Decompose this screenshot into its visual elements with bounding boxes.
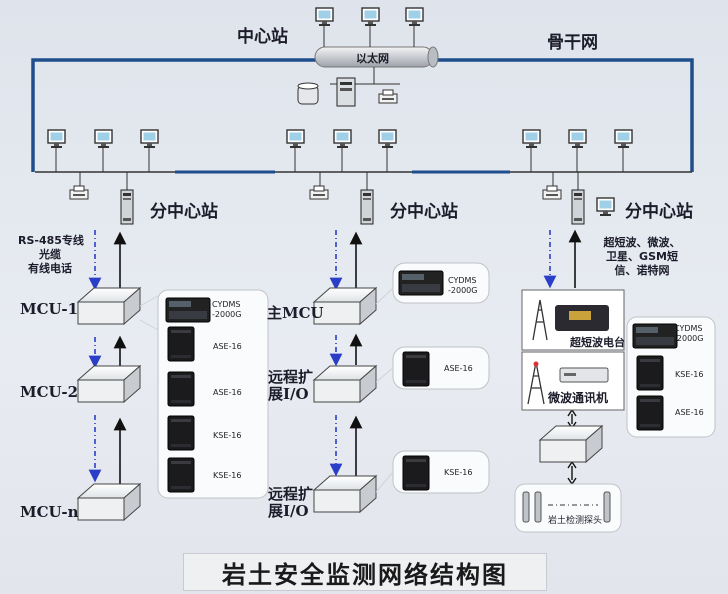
center-pcs <box>315 7 424 47</box>
remote-io-label-2: 远程扩 展I/O <box>268 486 313 520</box>
backbone-network <box>31 58 694 172</box>
rs485-label: RS-485专线 <box>18 234 84 247</box>
cydms-middle-model: -2000G <box>448 286 478 295</box>
wireless-line2: 卫星、GSM短 <box>606 250 678 263</box>
sub-servers <box>69 172 615 225</box>
backbone-label: 骨干网 <box>547 33 598 53</box>
middle-equipment <box>375 262 490 494</box>
kse16-left-2: KSE-16 <box>213 471 242 480</box>
cydms-left-label: CYDMS -2000G <box>212 300 241 320</box>
microwave-label: 微波通讯机 <box>548 391 609 405</box>
kse16-middle: KSE-16 <box>444 468 473 477</box>
remote-io-1-line2: 展I/O <box>268 385 309 403</box>
cydms-right-name: CYDMS <box>674 324 703 333</box>
substation-left-label: 分中心站 <box>150 202 218 222</box>
diagram-title: 岩土安全监测网络结构图 <box>183 553 547 591</box>
kse16-right: KSE-16 <box>675 370 704 379</box>
mcu1-label: MCU-1 <box>20 300 79 318</box>
ase16-left-2: ASE-16 <box>213 388 242 397</box>
uhf-station-label: 超短波电台 <box>570 336 625 349</box>
left-equipment-panel <box>139 289 269 499</box>
kse16-left-1: KSE-16 <box>213 431 242 440</box>
ase16-left-1: ASE-16 <box>213 342 242 351</box>
right-radio-equipment <box>521 289 625 411</box>
ethernet-tube <box>314 46 439 68</box>
ase16-middle: ASE-16 <box>444 364 473 373</box>
left-arrows <box>88 230 127 484</box>
middle-arrows <box>329 230 363 478</box>
center-station-label: 中心站 <box>237 27 288 47</box>
ethernet-label: 以太网 <box>356 52 389 65</box>
fiber-label: 光缆 <box>39 248 61 261</box>
wireless-types-label: 超短波、微波、 卫星、GSM短 信、诺特网 <box>594 236 690 278</box>
mcun-label: MCU-n <box>20 503 79 521</box>
main-mcu-label: 主MCU <box>267 304 324 322</box>
substation-right-label: 分中心站 <box>625 202 693 222</box>
wireless-line1: 超短波、微波、 <box>603 236 681 249</box>
wireless-line3: 信、诺特网 <box>614 264 670 277</box>
cydms-right-label: CYDMS -2000G <box>674 324 703 344</box>
mcu2-label: MCU-2 <box>20 383 79 401</box>
cydms-left-name: CYDMS <box>212 300 241 309</box>
substation-middle-label: 分中心站 <box>390 202 458 222</box>
sensor-panel <box>514 483 622 533</box>
remote-io-2-line1: 远程扩 <box>268 485 314 503</box>
cydms-middle-label: CYDMS -2000G <box>448 276 477 296</box>
right-equipment-panel <box>626 316 716 438</box>
link-types-label: RS-485专线 光缆 有线电话 <box>18 234 84 276</box>
remote-io-2-line2: 展I/O <box>268 502 309 520</box>
sub-pcs <box>47 129 633 172</box>
cydms-left-model: -2000G <box>212 310 242 319</box>
center-servers <box>297 67 400 107</box>
cydms-middle-name: CYDMS <box>448 276 477 285</box>
phone-label: 有线电话 <box>28 262 72 275</box>
remote-io-label-1: 远程扩 展I/O <box>268 369 313 403</box>
ase16-right: ASE-16 <box>675 408 704 417</box>
remote-io-1-line1: 远程扩 <box>268 368 314 386</box>
cydms-right-model: -2000G <box>674 334 704 343</box>
sensor-label: 岩土检测探头 <box>548 516 603 526</box>
